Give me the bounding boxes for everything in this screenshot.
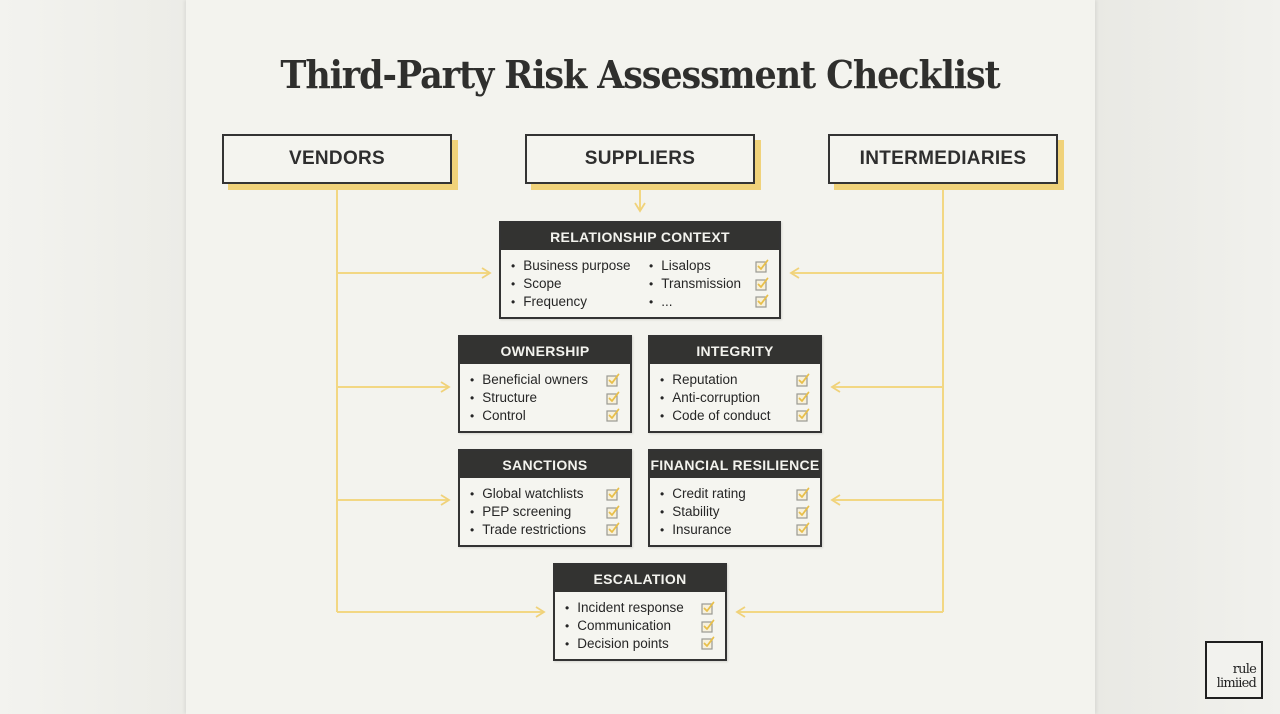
list-item: Lisalops bbox=[649, 257, 769, 275]
checked-box-icon[interactable] bbox=[701, 619, 715, 633]
card-escalation: ESCALATION Incident response Communicati… bbox=[553, 563, 727, 661]
list-item: Global watchlists bbox=[470, 485, 620, 503]
logo-line-1: rule bbox=[1232, 662, 1257, 677]
list-item: Stability bbox=[660, 503, 810, 521]
list-item: ... bbox=[649, 292, 769, 310]
checked-box-icon[interactable] bbox=[755, 259, 769, 273]
brand-logo: rule limiied bbox=[1205, 641, 1263, 699]
list-item: Credit rating bbox=[660, 485, 810, 503]
card-integrity: INTEGRITY Reputation Anti-corruption Cod… bbox=[648, 335, 822, 433]
list-item: Structure bbox=[470, 389, 620, 407]
card-financial-resilience: FINANCIAL RESILIENCE Credit rating Stabi… bbox=[648, 449, 822, 547]
source-vendors[interactable]: VENDORS bbox=[222, 134, 452, 184]
checked-box-icon[interactable] bbox=[606, 505, 620, 519]
list-item: Control bbox=[470, 406, 620, 424]
checked-box-icon[interactable] bbox=[606, 391, 620, 405]
background-left bbox=[0, 0, 186, 714]
source-intermediaries[interactable]: INTERMEDIARIES bbox=[828, 134, 1058, 184]
list-item: PEP screening bbox=[470, 503, 620, 521]
source-suppliers-label: SUPPLIERS bbox=[584, 148, 696, 169]
list-item: Anti-corruption bbox=[660, 389, 810, 407]
list-item: Decision points bbox=[565, 634, 715, 652]
page-title: Third-Party Risk Assessment Checklist bbox=[280, 52, 1000, 97]
source-intermediaries-label: INTERMEDIARIES bbox=[859, 148, 1027, 169]
checked-box-icon[interactable] bbox=[755, 294, 769, 308]
list-item: Communication bbox=[565, 617, 715, 635]
logo-line-2: limiied bbox=[1216, 676, 1257, 691]
source-vendors-label: VENDORS bbox=[288, 148, 386, 169]
card-title: INTEGRITY bbox=[650, 337, 820, 364]
checked-box-icon[interactable] bbox=[701, 601, 715, 615]
card-relationship-context: RELATIONSHIP CONTEXT Business purpose Sc… bbox=[499, 221, 781, 319]
list-item: Incident response bbox=[565, 599, 715, 617]
checked-box-icon[interactable] bbox=[796, 505, 810, 519]
list-item: Trade restrictions bbox=[470, 520, 620, 538]
card-title: ESCALATION bbox=[555, 565, 725, 592]
card-title: FINANCIAL RESILIENCE bbox=[650, 451, 820, 478]
card-ownership: OWNERSHIP Beneficial owners Structure Co… bbox=[458, 335, 632, 433]
list-item: Business purpose bbox=[511, 257, 649, 275]
checked-box-icon[interactable] bbox=[701, 636, 715, 650]
checked-box-icon[interactable] bbox=[796, 391, 810, 405]
list-item: Beneficial owners bbox=[470, 371, 620, 389]
checked-box-icon[interactable] bbox=[796, 408, 810, 422]
checked-box-icon[interactable] bbox=[606, 373, 620, 387]
card-title: SANCTIONS bbox=[460, 451, 630, 478]
list-item: Frequency bbox=[511, 292, 649, 310]
list-item: Transmission bbox=[649, 275, 769, 293]
list-item: Code of conduct bbox=[660, 406, 810, 424]
list-item: Scope bbox=[511, 275, 649, 293]
card-title: OWNERSHIP bbox=[460, 337, 630, 364]
list-item: Insurance bbox=[660, 520, 810, 538]
checked-box-icon[interactable] bbox=[755, 277, 769, 291]
checked-box-icon[interactable] bbox=[796, 373, 810, 387]
source-suppliers[interactable]: SUPPLIERS bbox=[525, 134, 755, 184]
checked-box-icon[interactable] bbox=[606, 408, 620, 422]
checked-box-icon[interactable] bbox=[606, 522, 620, 536]
list-item: Reputation bbox=[660, 371, 810, 389]
card-title: RELATIONSHIP CONTEXT bbox=[501, 223, 779, 250]
checked-box-icon[interactable] bbox=[796, 522, 810, 536]
checked-box-icon[interactable] bbox=[606, 487, 620, 501]
checked-box-icon[interactable] bbox=[796, 487, 810, 501]
card-sanctions: SANCTIONS Global watchlists PEP screenin… bbox=[458, 449, 632, 547]
background-right bbox=[1095, 0, 1280, 714]
